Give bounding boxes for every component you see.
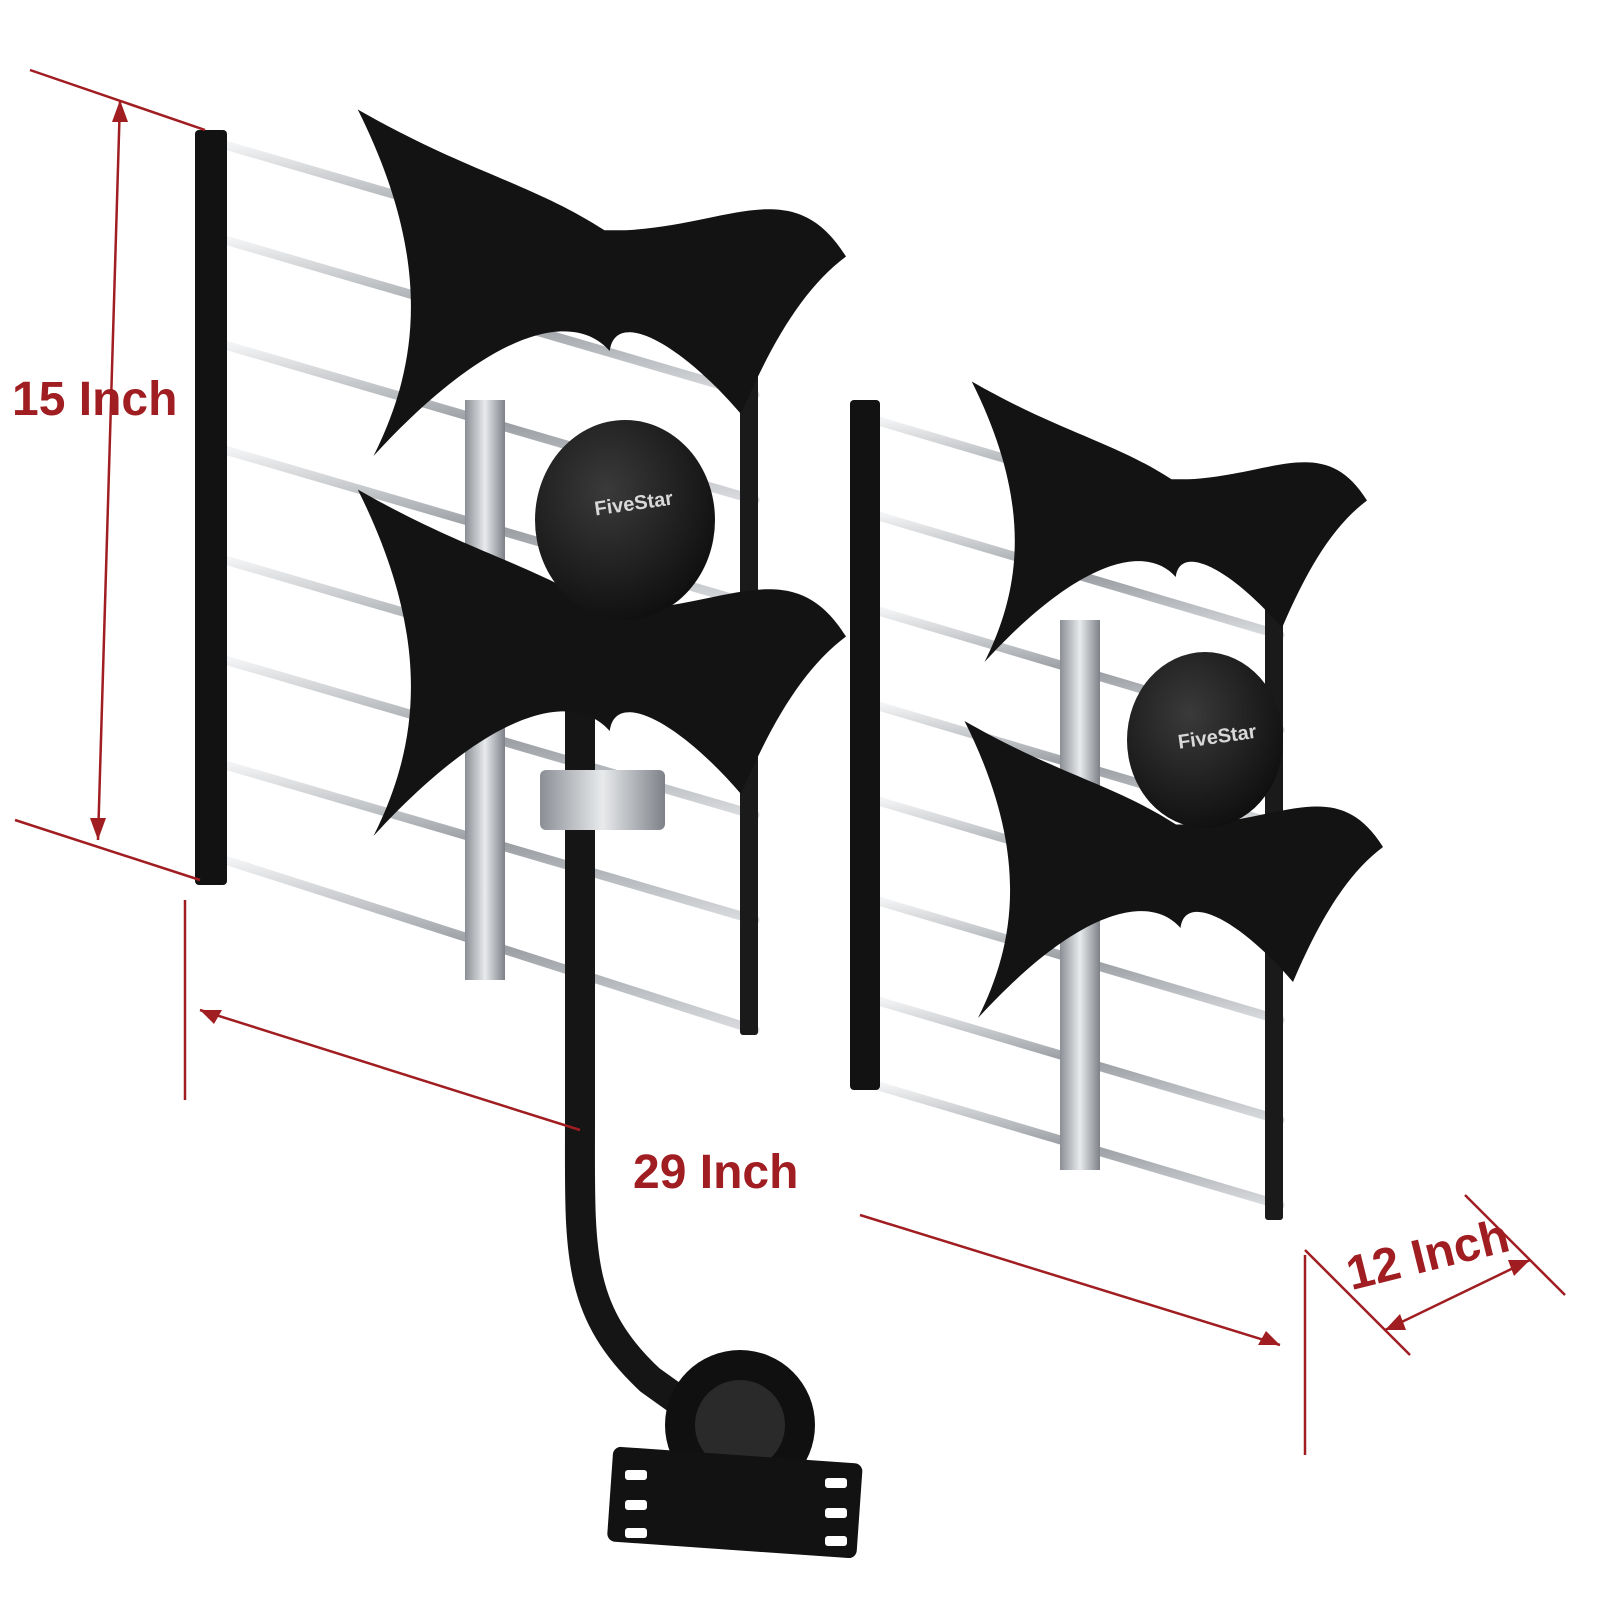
right-hub: FiveStar (1127, 652, 1283, 828)
width-dimension-label: 29 Inch (633, 1146, 798, 1199)
dimension-arrowheads (90, 100, 1530, 1345)
left-reflector-frame (195, 130, 227, 885)
mast-clamp (540, 770, 665, 830)
right-bowtie-upper (971, 381, 1367, 662)
depth-dimension-label: 12 Inch (1341, 1209, 1514, 1300)
right-reflector-frame (850, 400, 880, 1090)
height-dimension-label: 15 Inch (12, 373, 177, 426)
dimension-lines (14, 68, 1566, 1455)
left-hub: FiveStar (535, 420, 715, 620)
wall-mount-base (607, 1350, 863, 1559)
